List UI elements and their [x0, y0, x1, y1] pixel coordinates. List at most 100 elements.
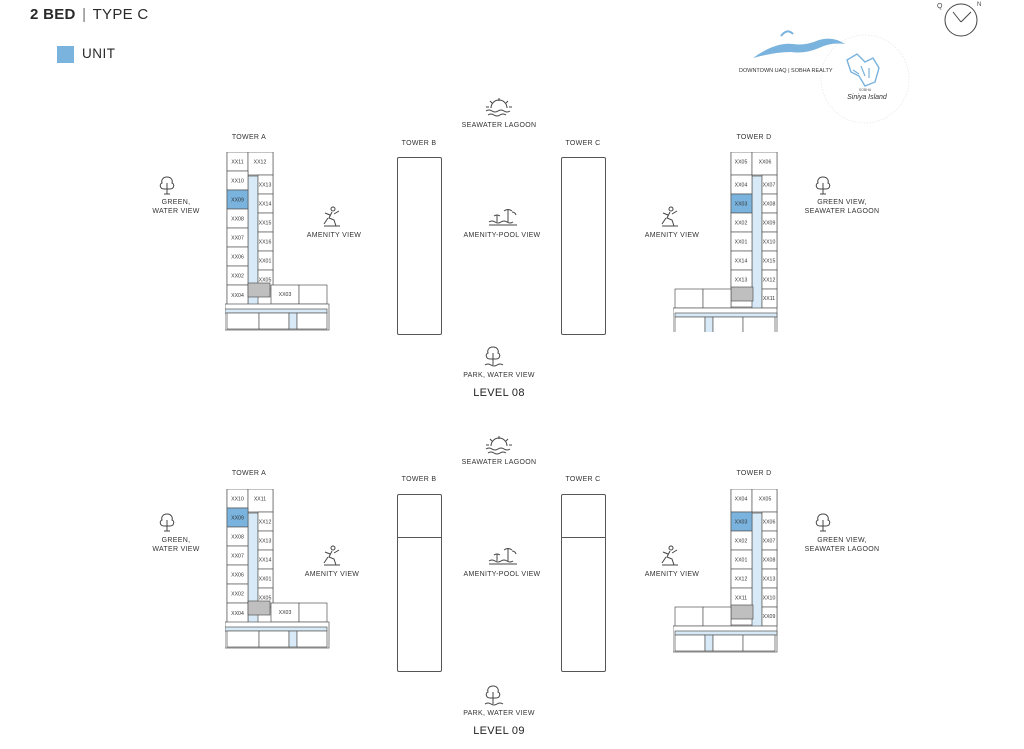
- amenity-icon: [323, 545, 340, 566]
- unit-number: XX15: [763, 259, 776, 265]
- park-view-label: PARK, WATER VIEW: [463, 372, 535, 379]
- unit-number: XX02: [735, 221, 748, 227]
- tower-c-block: [561, 494, 606, 672]
- unit-number: XX10: [231, 179, 244, 185]
- unit-number: XX14: [259, 202, 272, 208]
- unit-number: XX05: [259, 596, 272, 602]
- tower-d-left-view: AMENITY VIEW: [644, 571, 700, 578]
- unit-room: [298, 602, 328, 623]
- unit-number: XX12: [735, 577, 748, 583]
- level-name: LEVEL 08: [473, 387, 525, 399]
- unit-number: XX04: [231, 293, 244, 299]
- corridor: [288, 312, 298, 330]
- unit-number: XX06: [763, 520, 776, 526]
- pool-view-label: AMENITY-POOL VIEW: [463, 571, 541, 578]
- unit-number: XX03: [735, 520, 748, 526]
- amenity-icon: [661, 206, 678, 227]
- compass-n: N: [977, 2, 981, 8]
- unit-room: [742, 634, 776, 652]
- logo-caption: DOWNTOWN UAQ | SOBHA REALTY: [739, 68, 833, 74]
- unit-number: XX03: [279, 610, 292, 616]
- unit-room: [296, 312, 328, 330]
- tower-d-label: TOWER D: [736, 470, 772, 477]
- logo-sub: SOBHA: [859, 88, 872, 92]
- unit-room: [296, 630, 328, 648]
- unit-number: XX10: [763, 240, 776, 246]
- corridor: [674, 312, 778, 318]
- unit-number: XX05: [735, 160, 748, 166]
- corridor: [751, 175, 763, 312]
- legend-label: UNIT: [82, 46, 116, 61]
- stair-core: [730, 286, 754, 302]
- pool-icon: [488, 209, 517, 226]
- unit-number: XX08: [231, 217, 244, 223]
- tree-icon: [815, 513, 831, 532]
- unit-number: XX10: [763, 596, 776, 602]
- tower-a-left-view: GREEN, WATER VIEW: [152, 537, 200, 553]
- corridor: [751, 512, 763, 630]
- unit-number: XX01: [735, 558, 748, 564]
- unit-number: XX13: [763, 577, 776, 583]
- unit-room: [258, 630, 290, 648]
- tree-icon: [159, 513, 175, 532]
- pool-icon: [488, 548, 517, 565]
- unit-number: XX05: [759, 497, 772, 503]
- seawater-label: SEAWATER LAGOON: [461, 459, 537, 466]
- island-logo-icon: [753, 38, 845, 58]
- unit-room: [674, 634, 706, 652]
- unit-number: XX08: [763, 202, 776, 208]
- unit-number: XX09: [763, 221, 776, 227]
- unit-number: XX03: [279, 292, 292, 298]
- unit-number: XX13: [259, 183, 272, 189]
- unit-number: XX05: [259, 278, 272, 284]
- legend-swatch: [57, 46, 74, 63]
- level-name: LEVEL 09: [473, 725, 525, 737]
- unit-number: XX04: [231, 611, 244, 617]
- unit-number: XX09: [231, 516, 244, 522]
- unit-room: [712, 316, 744, 332]
- tower-b-label: TOWER B: [401, 476, 437, 483]
- tower-a-label: TOWER A: [231, 470, 267, 477]
- unit-room: [674, 316, 706, 332]
- unit-room: [742, 316, 776, 332]
- unit-number: XX02: [231, 274, 244, 280]
- unit-number: XX11: [231, 160, 243, 166]
- amenity-icon: [661, 545, 678, 566]
- stair-core: [730, 604, 754, 620]
- tower-a-left-view: GREEN, WATER VIEW: [152, 199, 200, 215]
- amenity-icon: [323, 206, 340, 227]
- tree-icon: [159, 176, 175, 195]
- unit-number: XX07: [763, 539, 776, 545]
- unit-room: [226, 312, 260, 330]
- brand-logo: DOWNTOWN UAQ | SOBHA REALTY SOBHA Siniya…: [739, 30, 910, 124]
- unit-number: XX11: [735, 596, 747, 602]
- unit-number: XX11: [254, 497, 266, 503]
- stair-core: [247, 282, 271, 298]
- pool-view-label: AMENITY-POOL VIEW: [463, 232, 541, 239]
- corridor: [225, 626, 328, 632]
- park-icon: [484, 685, 504, 706]
- unit-number: XX10: [231, 497, 244, 503]
- unit-number: XX15: [259, 221, 272, 227]
- corridor: [288, 630, 298, 648]
- tower-b-block: [397, 494, 442, 672]
- unit-number: XX06: [231, 573, 244, 579]
- unit-number: XX16: [259, 240, 272, 246]
- page-title: 2 BED | TYPE C: [30, 6, 149, 23]
- compass-q: Q: [937, 3, 943, 10]
- unit-number: XX03: [735, 202, 748, 208]
- island-map-icon: [846, 53, 880, 87]
- unit-number: XX13: [735, 278, 748, 284]
- unit-number: XX06: [759, 160, 772, 166]
- corridor: [704, 316, 714, 332]
- unit-number: XX04: [735, 497, 748, 503]
- unit-room: [712, 634, 744, 652]
- park-view-label: PARK, WATER VIEW: [463, 710, 535, 717]
- unit-number: XX01: [259, 259, 272, 265]
- compass-icon: Q N: [937, 2, 981, 37]
- tower-d-label: TOWER D: [736, 134, 772, 141]
- unit-number: XX06: [231, 255, 244, 261]
